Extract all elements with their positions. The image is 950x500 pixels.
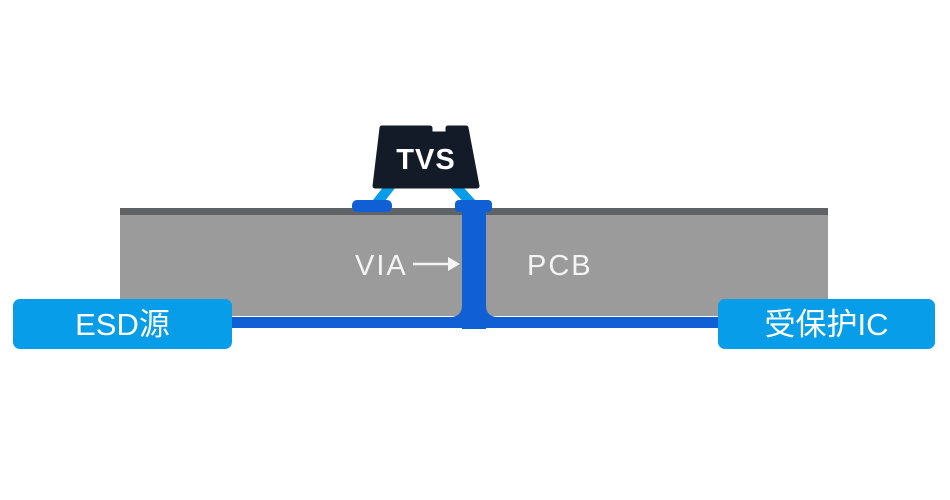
protected-ic-box: 受保护IC bbox=[718, 299, 935, 349]
tvs-assembly: TVS bbox=[352, 125, 498, 329]
via-label: VIA bbox=[355, 250, 408, 282]
protected-ic-label: 受保护IC bbox=[764, 306, 889, 342]
esd-source-label: ESD源 bbox=[75, 306, 170, 342]
via-arrow-icon bbox=[413, 257, 460, 271]
via-fillet-left bbox=[450, 305, 462, 317]
pcb-label: PCB bbox=[527, 250, 593, 282]
solder-pad-left bbox=[352, 200, 392, 212]
via-fillet-right bbox=[486, 305, 498, 317]
via-bar bbox=[462, 205, 486, 329]
tvs-body bbox=[372, 125, 480, 189]
esd-source-box: ESD源 bbox=[13, 299, 232, 349]
tvs-label: TVS bbox=[396, 144, 455, 176]
